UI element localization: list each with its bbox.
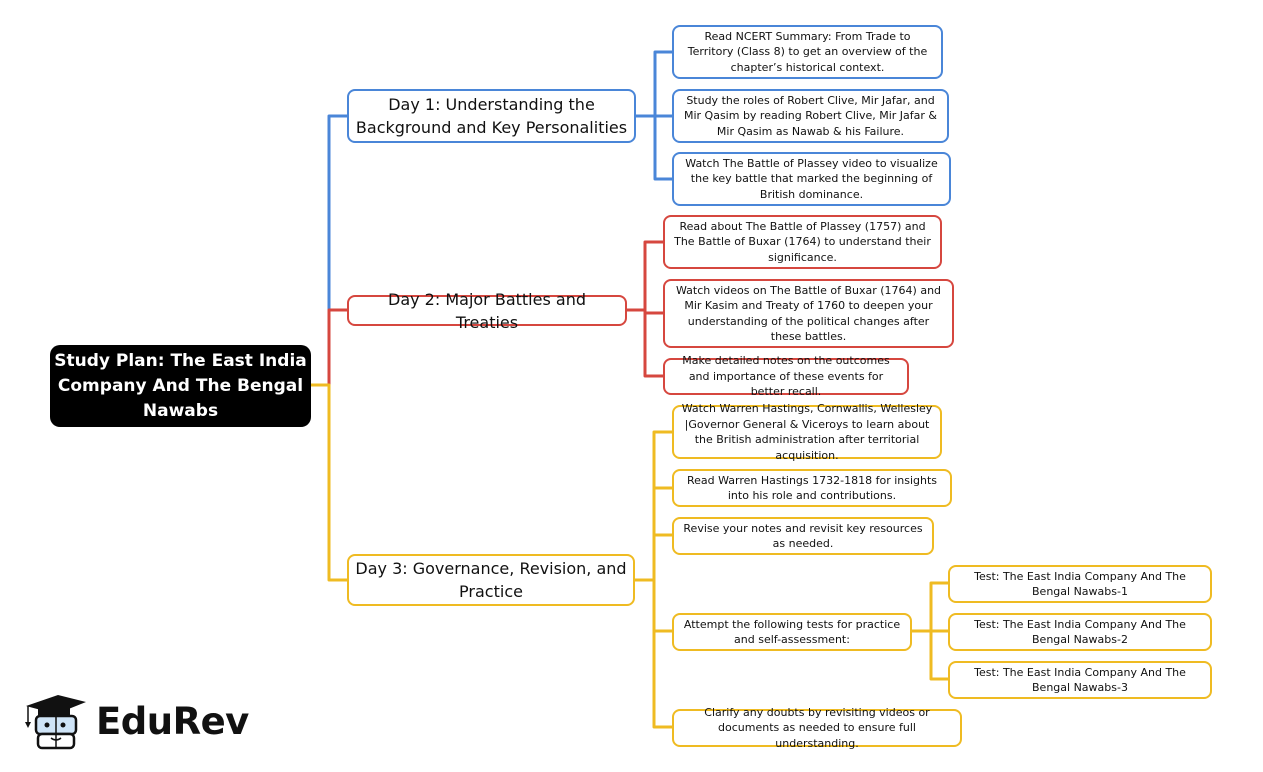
day-1-item-1[interactable]: Read NCERT Summary: From Trade to Territ…	[672, 25, 943, 79]
day-3-item-3[interactable]: Revise your notes and revisit key resour…	[672, 517, 934, 555]
day-1-item-3[interactable]: Watch The Battle of Plassey video to vis…	[672, 152, 951, 206]
day-2-item-1-text: Read about The Battle of Plassey (1757) …	[674, 219, 931, 264]
root-node[interactable]: Study Plan: The East India Company And T…	[50, 345, 311, 427]
test-3-node[interactable]: Test: The East India Company And The Ben…	[948, 661, 1212, 699]
day-2-item-1[interactable]: Read about The Battle of Plassey (1757) …	[663, 215, 942, 269]
day-2-item-3[interactable]: Make detailed notes on the outcomes and …	[663, 354, 909, 398]
day-3-item-4[interactable]: Attempt the following tests for practice…	[672, 613, 912, 651]
edurev-logo[interactable]: EduRev	[22, 692, 252, 752]
day-3-item-5[interactable]: Clarify any doubts by revisiting videos …	[672, 706, 962, 750]
test-3-text: Test: The East India Company And The Ben…	[974, 665, 1186, 695]
day-3-item-2-text: Read Warren Hastings 1732-1818 for insig…	[686, 473, 938, 503]
day-3-node[interactable]: Day 3: Governance, Revision, and Practic…	[347, 554, 635, 606]
day-2-item-2-text: Watch videos on The Battle of Buxar (176…	[675, 283, 942, 344]
day-3-item-1-text: Watch Warren Hastings, Cornwallis, Welle…	[681, 402, 933, 462]
day-3-item-3-text: Revise your notes and revisit key resour…	[683, 521, 923, 551]
day-2-label: Day 2: Major Battles and Treaties	[388, 289, 586, 332]
connector-day3-items	[635, 430, 673, 729]
day-1-item-2-text: Study the roles of Robert Clive, Mir Jaf…	[683, 93, 938, 138]
day-1-node[interactable]: Day 1: Understanding the Background and …	[347, 89, 636, 143]
day-1-item-3-text: Watch The Battle of Plassey video to vis…	[685, 156, 938, 201]
day-3-item-4-text: Attempt the following tests for practice…	[683, 617, 901, 647]
edurev-brand-text: EduRev	[96, 700, 249, 743]
day-1-item-2[interactable]: Study the roles of Robert Clive, Mir Jaf…	[672, 89, 949, 143]
root-node-label: Study Plan: The East India Company And T…	[54, 350, 307, 421]
day-3-item-5-text: Clarify any doubts by revisiting videos …	[704, 705, 930, 750]
graduation-cap-mascot-icon	[25, 695, 86, 750]
connector-tests	[912, 581, 949, 681]
day-1-label: Day 1: Understanding the Background and …	[355, 95, 628, 137]
test-1-text: Test: The East India Company And The Ben…	[974, 569, 1186, 599]
day-2-item-2[interactable]: Watch videos on The Battle of Buxar (176…	[663, 279, 954, 348]
day-3-item-1[interactable]: Watch Warren Hastings, Cornwallis, Welle…	[672, 402, 942, 462]
test-2-node[interactable]: Test: The East India Company And The Ben…	[948, 613, 1212, 651]
connector-root-day2	[327, 308, 348, 385]
connector-root-day3	[310, 383, 348, 582]
connector-day2-items	[626, 240, 664, 378]
test-1-node[interactable]: Test: The East India Company And The Ben…	[948, 565, 1212, 603]
day-2-node[interactable]: Day 2: Major Battles and Treaties	[347, 290, 627, 332]
day-3-label: Day 3: Governance, Revision, and Practic…	[355, 559, 627, 601]
connector-day1-items	[635, 50, 673, 181]
day-1-item-1-text: Read NCERT Summary: From Trade to Territ…	[687, 29, 928, 74]
day-3-item-2[interactable]: Read Warren Hastings 1732-1818 for insig…	[672, 469, 952, 507]
day-2-item-3-text: Make detailed notes on the outcomes and …	[682, 354, 890, 399]
test-2-text: Test: The East India Company And The Ben…	[974, 617, 1186, 647]
